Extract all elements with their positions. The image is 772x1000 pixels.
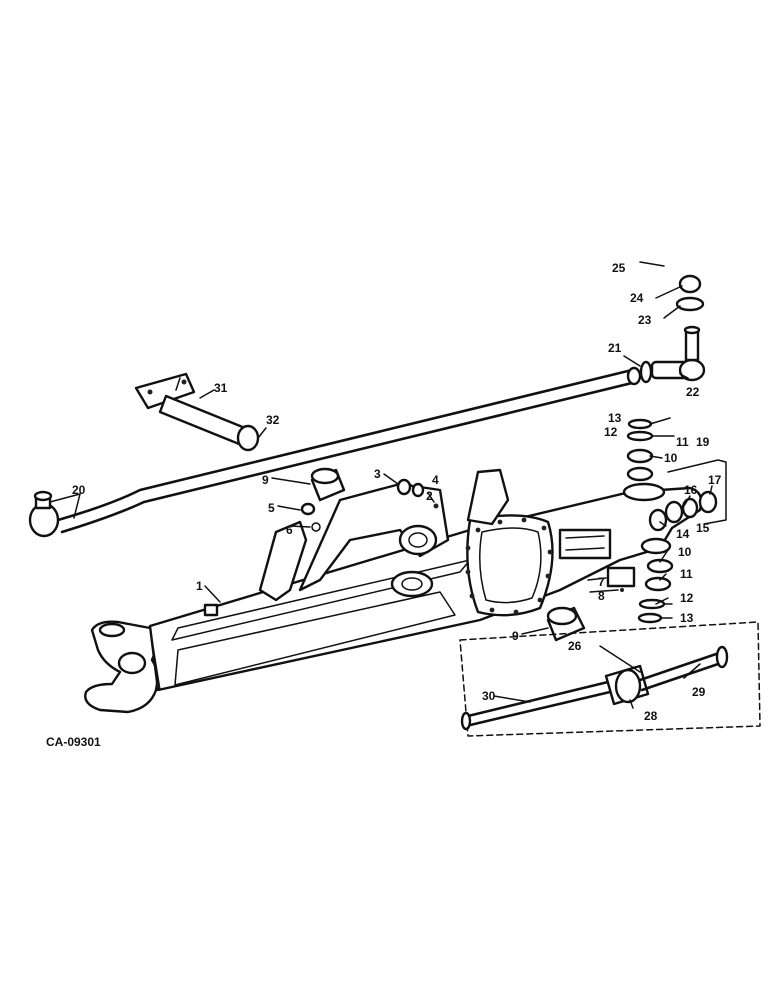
callout-21: 21 <box>608 341 622 355</box>
callout-13a: 13 <box>608 411 622 425</box>
callout-7: 7 <box>598 575 605 589</box>
callout-31: 31 <box>214 381 228 395</box>
figure-code: CA-09301 <box>46 735 101 749</box>
bushings <box>310 467 586 642</box>
nut-parts <box>639 261 705 312</box>
callout-labels: 1 2 3 4 5 6 7 8 9 9 10 10 11 11 12 12 13… <box>72 261 722 723</box>
kingpin-parts <box>606 418 727 624</box>
callout-25: 25 <box>612 261 626 275</box>
callout-20: 20 <box>72 483 86 497</box>
callout-3: 3 <box>374 467 381 481</box>
callout-10b: 10 <box>678 545 692 559</box>
callout-9b: 9 <box>512 629 519 643</box>
drive-shaft <box>459 621 761 737</box>
callout-29: 29 <box>692 685 706 699</box>
steering-cylinder <box>134 372 260 452</box>
callout-10a: 10 <box>664 451 678 465</box>
callout-5: 5 <box>268 501 275 515</box>
callout-11a: 11 <box>676 435 689 449</box>
callout-2: 2 <box>426 489 433 503</box>
callout-12b: 12 <box>680 591 694 605</box>
flange-bolts <box>465 517 553 615</box>
callout-4: 4 <box>432 473 439 487</box>
callout-24: 24 <box>630 291 644 305</box>
callout-11b: 11 <box>680 567 693 581</box>
leader-lines <box>49 285 713 709</box>
callout-16: 16 <box>684 483 698 497</box>
callout-19: 19 <box>696 435 710 449</box>
callout-22: 22 <box>686 385 700 399</box>
callout-8: 8 <box>598 589 605 603</box>
callout-9a: 9 <box>262 473 269 487</box>
callout-28: 28 <box>644 709 658 723</box>
callout-14: 14 <box>676 527 690 541</box>
callout-17: 17 <box>708 473 722 487</box>
callout-23: 23 <box>638 313 652 327</box>
callout-30: 30 <box>482 689 496 703</box>
callout-15: 15 <box>696 521 710 535</box>
callout-13b: 13 <box>680 611 694 625</box>
small-parts <box>300 478 439 532</box>
tie-rod <box>28 325 706 538</box>
callout-6: 6 <box>286 523 293 537</box>
callout-12a: 12 <box>604 425 618 439</box>
callout-26: 26 <box>568 639 582 653</box>
callout-32: 32 <box>266 413 280 427</box>
callout-1: 1 <box>196 579 203 593</box>
